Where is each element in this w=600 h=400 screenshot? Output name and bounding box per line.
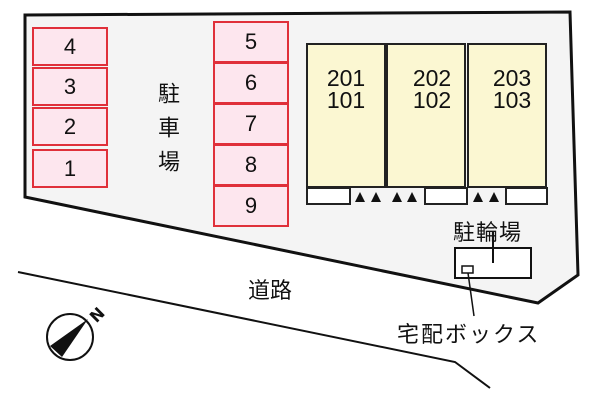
- entrance-triangle-icon: [407, 192, 417, 202]
- parking-space-4: 4: [32, 27, 108, 66]
- storage-box: [306, 187, 351, 205]
- entrance-triangle-icon: [371, 192, 381, 202]
- parking-space-7: 7: [213, 103, 289, 145]
- compass-icon: N: [46, 303, 109, 361]
- storage-box: [424, 187, 468, 205]
- parking-space-6: 6: [213, 62, 289, 104]
- storage-box: [505, 187, 548, 205]
- road-label: 道路: [248, 279, 293, 304]
- parking-space-5: 5: [213, 21, 289, 63]
- bicycle-parking-label: 駐輪場: [453, 221, 523, 246]
- parking-label: 駐車場: [148, 82, 179, 184]
- parking-space-1: 1: [32, 149, 108, 188]
- parking-space-2: 2: [32, 107, 108, 146]
- entrance-triangle-icon: [489, 192, 499, 202]
- entrance-triangle-icon: [392, 192, 402, 202]
- parking-space-9: 9: [213, 185, 289, 227]
- parking-label-text: 駐車場: [154, 82, 179, 184]
- entrance-triangle-icon: [473, 192, 483, 202]
- parking-space-3: 3: [32, 67, 108, 106]
- entrance-triangle-icon: [355, 192, 365, 202]
- delivery-box-label: 宅配ボックス: [397, 323, 541, 348]
- parking-space-8: 8: [213, 144, 289, 186]
